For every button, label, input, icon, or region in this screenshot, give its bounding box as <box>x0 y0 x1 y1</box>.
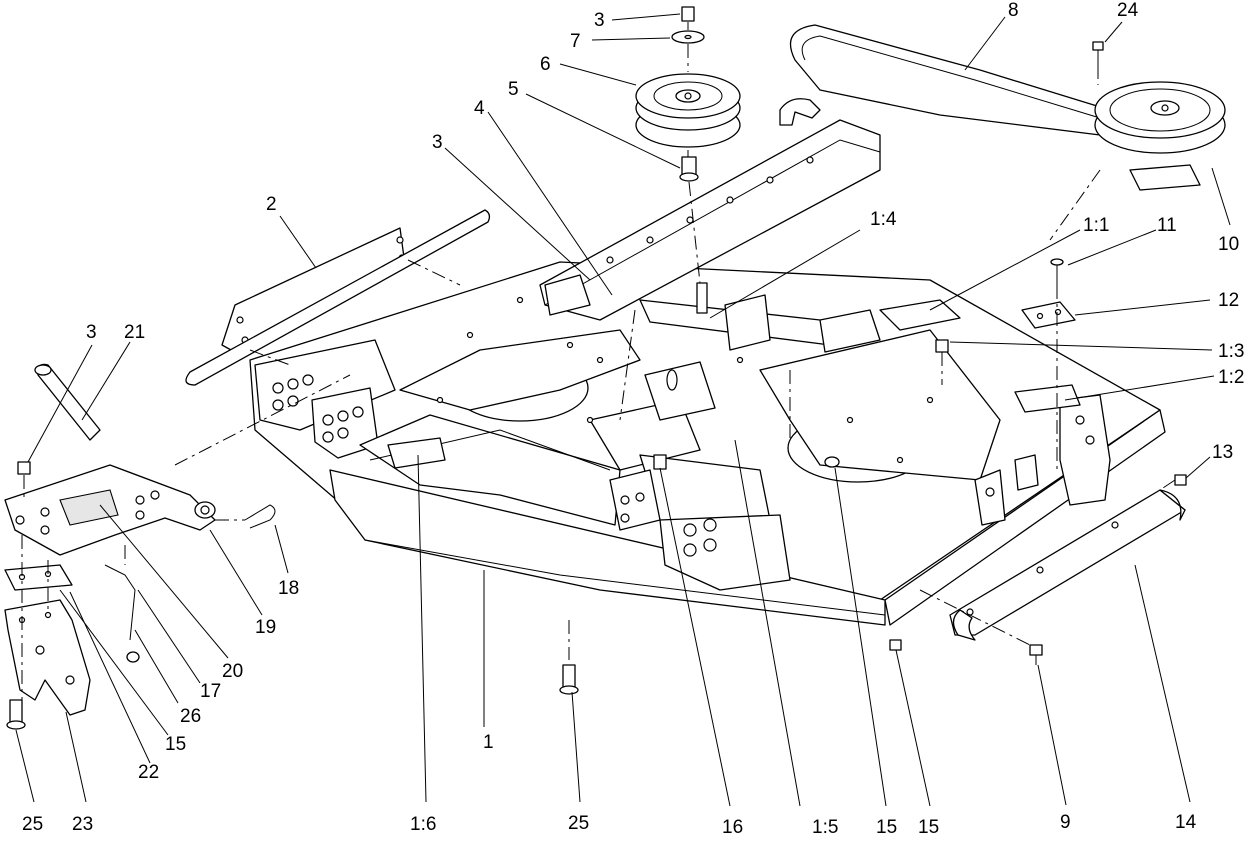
callout-4: 4 <box>474 98 485 119</box>
idler-pulley <box>635 6 741 182</box>
mower-deck <box>249 261 1166 626</box>
callout-18: 18 <box>278 578 299 599</box>
callout-26: 26 <box>180 706 201 727</box>
callout-2: 2 <box>266 194 277 215</box>
callout-20: 20 <box>222 661 243 682</box>
callout-11: 11 <box>1157 215 1177 236</box>
callout-25: 25 <box>22 814 43 835</box>
callout-1-6: 1:6 <box>410 814 436 835</box>
callout-1-3: 1:3 <box>1218 341 1244 362</box>
callout-5: 5 <box>508 79 519 100</box>
callout-labels: 3 7 6 5 4 3 8 24 10 2 1:4 1:1 11 12 1:3 … <box>22 0 1244 838</box>
belt-and-spindle <box>789 24 1226 191</box>
callout-3: 3 <box>432 132 443 153</box>
callout-1: 1 <box>483 732 494 753</box>
callout-8: 8 <box>1008 0 1019 21</box>
callout-21: 21 <box>124 322 145 343</box>
hanger-bracket <box>185 209 491 386</box>
assembly-lines <box>21 22 1176 700</box>
callout-1-1: 1:1 <box>1083 215 1109 236</box>
callout-7: 7 <box>570 31 581 52</box>
callout-24: 24 <box>1117 0 1139 21</box>
callout-19: 19 <box>255 617 276 638</box>
callout-15: 15 <box>165 734 186 755</box>
callout-23: 23 <box>72 814 93 835</box>
left-hitch-parts <box>4 363 276 730</box>
callout-15: 15 <box>876 817 897 838</box>
callout-1-2: 1:2 <box>1218 367 1244 388</box>
callout-3: 3 <box>594 10 605 31</box>
callout-14: 14 <box>1175 812 1197 833</box>
callout-1-5: 1:5 <box>812 817 838 838</box>
callout-1-4: 1:4 <box>870 209 897 230</box>
callout-22: 22 <box>138 762 159 783</box>
callout-9: 9 <box>1060 812 1071 833</box>
callout-16: 16 <box>722 817 743 838</box>
callout-17: 17 <box>200 681 221 702</box>
leader-lines <box>15 13 1231 807</box>
lift-channel <box>539 98 881 353</box>
callout-13: 13 <box>1212 442 1233 463</box>
right-parts <box>559 258 1187 695</box>
callout-12: 12 <box>1218 290 1239 311</box>
callout-6: 6 <box>540 54 551 75</box>
callout-3: 3 <box>86 322 97 343</box>
callout-10: 10 <box>1218 234 1239 255</box>
callout-15: 15 <box>918 817 939 838</box>
callout-25: 25 <box>568 813 589 834</box>
